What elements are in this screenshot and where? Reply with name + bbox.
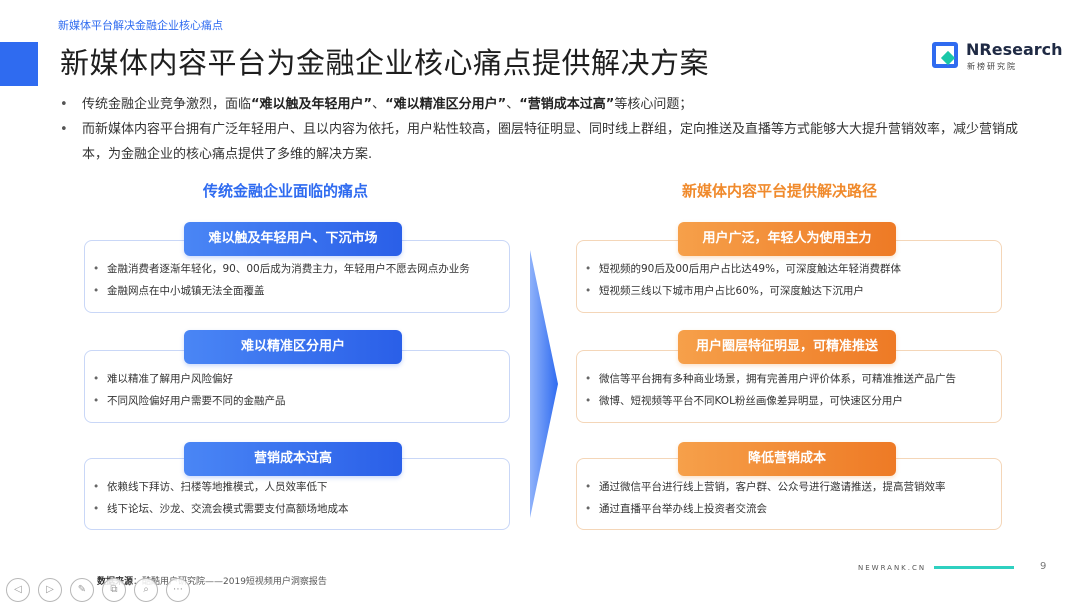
list-item: 短视频的90后及00后用户占比达49%，可深度触达年轻消费群体 bbox=[585, 258, 1001, 280]
logo-name: NResearch bbox=[966, 40, 1063, 59]
list-item: 依赖线下拜访、扫楼等地推模式，人员效率低下 bbox=[93, 476, 509, 498]
highlight-keyword: “营销成本过高” bbox=[519, 97, 615, 112]
intro-bullet-1: 传统金融企业竞争激烈，面临“难以触及年轻用户”、“难以精准区分用户”、“营销成本… bbox=[58, 92, 1018, 117]
breadcrumb: 新媒体平台解决金融企业核心痛点 bbox=[58, 19, 223, 32]
list-item: 短视频三线以下城市用户占比60%，可深度触达下沉用户 bbox=[585, 280, 1001, 302]
pain-point-list: 依赖线下拜访、扫楼等地推模式，人员效率低下 线下论坛、沙龙、交流会模式需要支付高… bbox=[85, 459, 509, 520]
intro-bullet-2: 而新媒体内容平台拥有广泛年轻用户、且以内容为依托，用户粘性较高，圈层特征明显、同… bbox=[58, 117, 1018, 167]
zoom-button[interactable]: ⌕ bbox=[134, 578, 158, 602]
more-options-button[interactable]: ⋯ bbox=[166, 578, 190, 602]
pain-point-list: 难以精准了解用户风险偏好 不同风险偏好用户需要不同的金融产品 bbox=[85, 351, 509, 412]
intro-text: 传统金融企业竞争激烈，面临 bbox=[82, 97, 252, 112]
list-item: 金融消费者逐渐年轻化，90、00后成为消费主力，年轻用户不愿去网点办业务 bbox=[93, 258, 509, 280]
intro-separator: 、 bbox=[372, 97, 386, 112]
page-number: 9 bbox=[1040, 561, 1047, 572]
list-item: 不同风险偏好用户需要不同的金融产品 bbox=[93, 390, 509, 412]
highlight-keyword: “难以触及年轻用户” bbox=[251, 97, 373, 112]
data-source-text: ：酷酷用户研究院——2019短视频用户洞察报告 bbox=[133, 577, 327, 587]
solution-list: 短视频的90后及00后用户占比达49%，可深度触达年轻消费群体 短视频三线以下城… bbox=[577, 241, 1001, 302]
pain-point-card: 难以精准了解用户风险偏好 不同风险偏好用户需要不同的金融产品 bbox=[84, 350, 510, 423]
pain-point-title: 营销成本过高 bbox=[184, 442, 402, 476]
footer-brand: NEWRANK.CN bbox=[858, 564, 927, 572]
logo-subtitle: 新榜研究院 bbox=[967, 62, 1017, 71]
flow-arrow-icon bbox=[530, 250, 558, 518]
list-item: 微信等平台拥有多种商业场景，拥有完善用户评价体系，可精准推送产品广告 bbox=[585, 368, 1001, 390]
logo-mark-icon bbox=[932, 42, 958, 68]
list-item: 通过微信平台进行线上营销，客户群、公众号进行邀请推送，提高营销效率 bbox=[585, 476, 1001, 498]
list-item: 金融网点在中小城镇无法全面覆盖 bbox=[93, 280, 509, 302]
highlight-keyword: “难以精准区分用户” bbox=[385, 97, 507, 112]
pain-point-list: 金融消费者逐渐年轻化，90、00后成为消费主力，年轻用户不愿去网点办业务 金融网… bbox=[85, 241, 509, 302]
data-source: 数据来源：酷酷用户研究院——2019短视频用户洞察报告 bbox=[97, 574, 327, 587]
list-item: 线下论坛、沙龙、交流会模式需要支付高额场地成本 bbox=[93, 498, 509, 520]
intro-text: 等核心问题； bbox=[614, 97, 693, 112]
solution-list: 通过微信平台进行线上营销，客户群、公众号进行邀请推送，提高营销效率 通过直播平台… bbox=[577, 459, 1001, 520]
list-item: 难以精准了解用户风险偏好 bbox=[93, 368, 509, 390]
pain-points-heading: 传统金融企业面临的痛点 bbox=[203, 182, 369, 200]
solution-title: 用户广泛，年轻人为使用主力 bbox=[678, 222, 896, 256]
solutions-heading: 新媒体内容平台提供解决路径 bbox=[682, 182, 878, 200]
solution-title: 降低营销成本 bbox=[678, 442, 896, 476]
list-item: 通过直播平台举办线上投资者交流会 bbox=[585, 498, 1001, 520]
logo: NResearch 新榜研究院 bbox=[930, 40, 1063, 74]
intro-bullets: 传统金融企业竞争激烈，面临“难以触及年轻用户”、“难以精准区分用户”、“营销成本… bbox=[58, 92, 1018, 167]
title-accent-bar bbox=[0, 42, 38, 86]
pain-point-title: 难以精准区分用户 bbox=[184, 330, 402, 364]
solution-title: 用户圈层特征明显，可精准推送 bbox=[678, 330, 896, 364]
prev-slide-button[interactable]: ◁ bbox=[6, 578, 30, 602]
page-title: 新媒体内容平台为金融企业核心痛点提供解决方案 bbox=[60, 46, 710, 80]
solution-list: 微信等平台拥有多种商业场景，拥有完善用户评价体系，可精准推送产品广告 微博、短视… bbox=[577, 351, 1001, 412]
next-slide-button[interactable]: ▷ bbox=[38, 578, 62, 602]
copy-button[interactable]: ⧉ bbox=[102, 578, 126, 602]
pain-point-title: 难以触及年轻用户、下沉市场 bbox=[184, 222, 402, 256]
intro-separator: 、 bbox=[506, 97, 520, 112]
pen-tool-button[interactable]: ✎ bbox=[70, 578, 94, 602]
footer-accent-line bbox=[934, 566, 1014, 569]
list-item: 微博、短视频等平台不同KOL粉丝画像差异明显，可快速区分用户 bbox=[585, 390, 1001, 412]
